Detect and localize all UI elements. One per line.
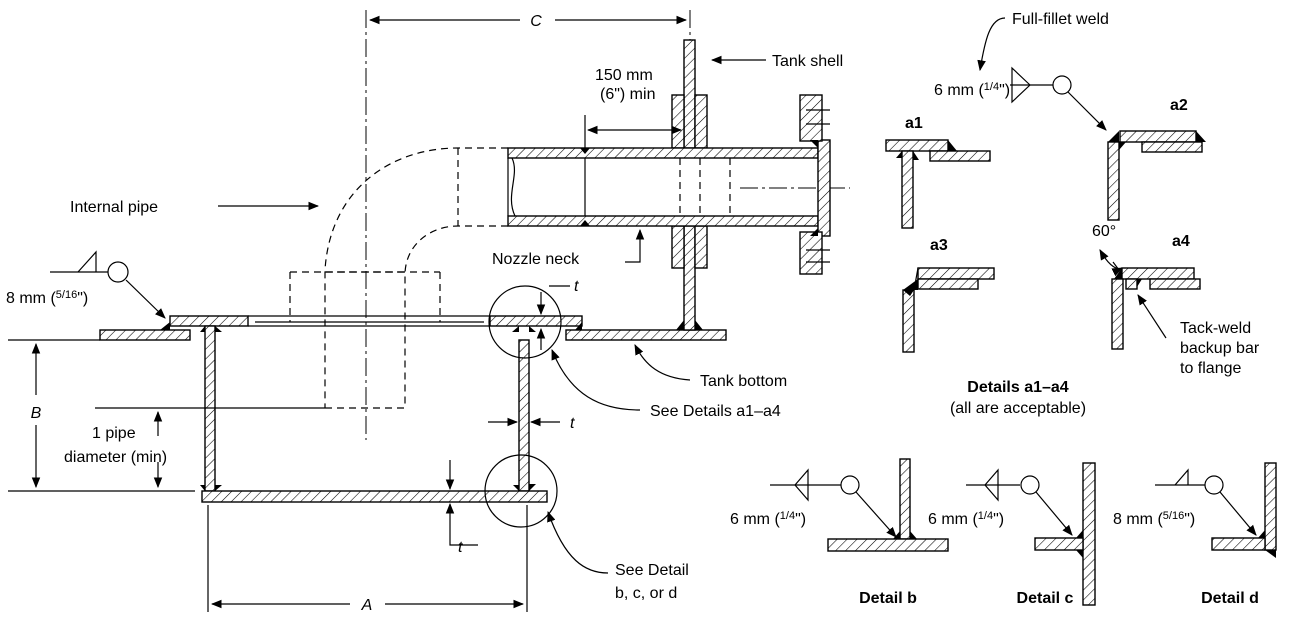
tank-shell-upper [683, 39, 696, 149]
t-label-wall: t [570, 415, 575, 432]
main-assembly: C 150 mm (6") min Tank shell Internal pi… [6, 10, 850, 614]
detail-b: 6 mm (1/4") Detail b [730, 458, 949, 607]
dimension-a: A [207, 505, 528, 614]
detail-a-circle [488, 285, 562, 359]
nozzle-min-label-2: (6") min [600, 86, 655, 103]
nozzle-neck-label: Nozzle neck [492, 251, 580, 268]
tack-weld-label-2: backup bar [1180, 340, 1260, 357]
tank-shell-label: Tank shell [772, 53, 843, 70]
full-fillet-weld-label: Full-fillet weld [1012, 11, 1109, 28]
detail-c: 6 mm (1/4") Detail c [928, 462, 1096, 607]
nozzle-neck-bottom [507, 215, 819, 227]
weld-6mm-label-c: 6 mm (1/4") [928, 510, 1004, 528]
label-a2: a2 [1170, 97, 1188, 114]
dimension-c: C [368, 13, 688, 30]
t-label-bottom: t [458, 539, 463, 556]
nozzle-flange [799, 94, 831, 275]
tank-shell-lower [683, 225, 696, 331]
internal-pipe-dashed [289, 147, 508, 409]
dimension-b: B [8, 339, 195, 492]
weld-6mm-label-a: 6 mm (1/4") [934, 81, 1010, 99]
sump-bottom [201, 490, 548, 503]
internal-pipe-label: Internal pipe [70, 199, 158, 216]
detail-bcd-circle [484, 454, 558, 528]
see-detail-bcd-label-2: b, c, or d [615, 585, 677, 602]
label-a1: a1 [905, 115, 923, 132]
detail-d-label: Detail d [1201, 590, 1259, 607]
tank-bottom-label: Tank bottom [700, 373, 787, 390]
label-a4: a4 [1172, 233, 1190, 250]
tank-bottom-left [99, 329, 191, 341]
pipe-diameter-label-1: 1 pipe [92, 425, 136, 442]
sump-top-plate-right [489, 315, 583, 327]
detail-b-label: Detail b [859, 590, 917, 607]
tank-bottom-right [565, 329, 727, 341]
details-a-title: Details a1–a4 [967, 379, 1069, 396]
pipe-diameter-dimension: 1 pipe diameter (min) [64, 407, 325, 489]
detail-c-label: Detail c [1017, 590, 1074, 607]
details-a: Full-fillet weld 6 mm (1/4") a1 a2 a3 a4 [885, 11, 1260, 417]
tack-weld-label-1: Tack-weld [1180, 320, 1251, 337]
weld-8mm-label-d: 8 mm (5/16") [1113, 510, 1195, 528]
dim-a-label: A [361, 597, 373, 614]
sump-top-plate-left [169, 315, 249, 327]
angle-60-label: 60° [1092, 223, 1116, 240]
dim-b-label: B [31, 405, 42, 422]
t-label-top: t [574, 278, 579, 295]
nozzle-neck-top [507, 147, 819, 159]
tack-weld-label-3: to flange [1180, 360, 1241, 377]
label-a3: a3 [930, 237, 948, 254]
dim-c-label: C [530, 13, 542, 30]
weld-8mm-label: 8 mm (5/16") [6, 289, 88, 307]
weld-6mm-label-b: 6 mm (1/4") [730, 510, 806, 528]
nozzle-min-dimension: 150 mm (6") min [584, 67, 683, 148]
weld-symbol-8mm: 8 mm (5/16") [6, 250, 166, 319]
sump-wall-right [518, 339, 530, 492]
see-details-a-label: See Details a1–a4 [650, 403, 781, 420]
details-a-subtitle: (all are acceptable) [950, 400, 1086, 417]
see-detail-bcd-label-1: See Detail [615, 562, 689, 579]
nozzle-min-label-1: 150 mm [595, 67, 653, 84]
pipe-diameter-label-2: diameter (min) [64, 449, 167, 466]
detail-d: 8 mm (5/16") Detail d [1113, 462, 1277, 607]
